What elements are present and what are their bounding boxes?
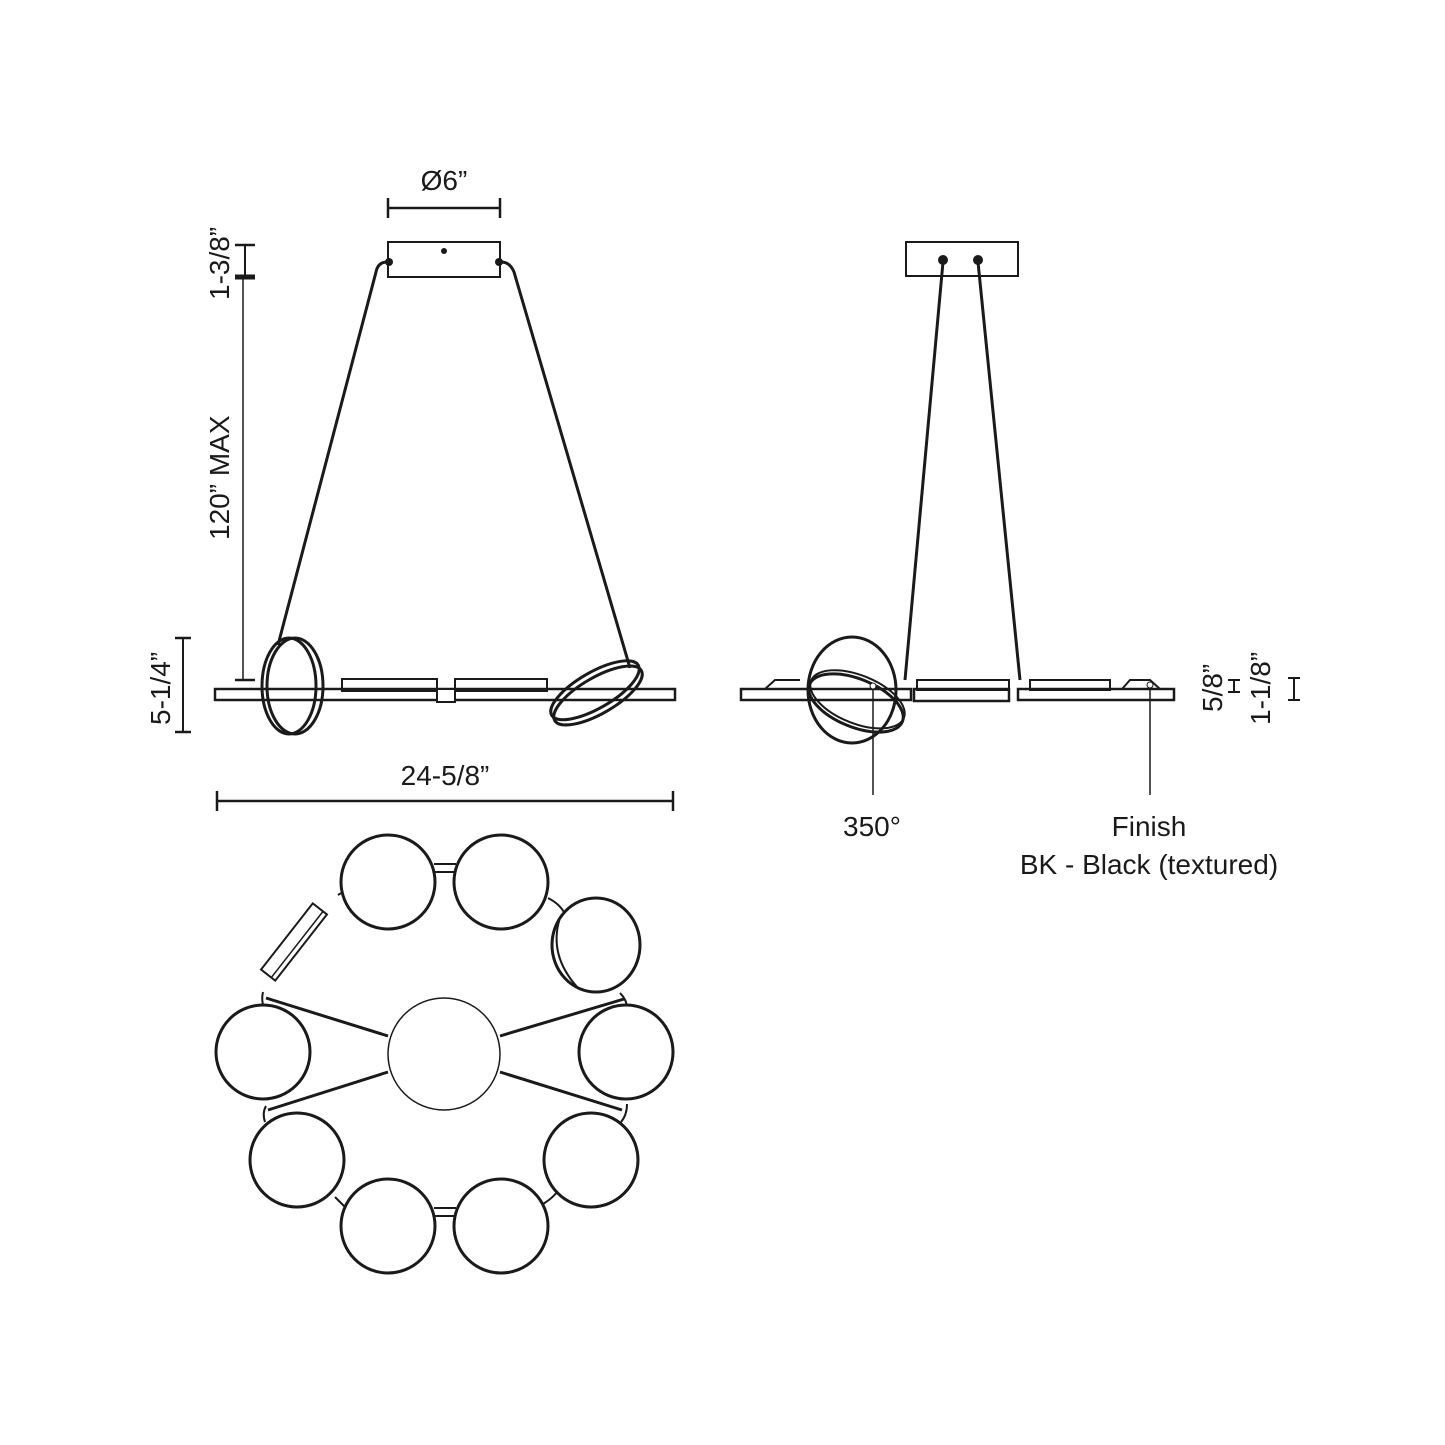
disc: [452, 1177, 550, 1275]
disc-tilted: [550, 896, 642, 994]
disc: [452, 833, 550, 931]
finish-value: BK - Black (textured): [1020, 849, 1278, 880]
bar-height-large-label: 1-1/8”: [1245, 652, 1276, 725]
disc: [339, 1177, 437, 1275]
disc: [248, 1111, 346, 1209]
finish-title: Finish: [1112, 811, 1187, 842]
disc: [542, 1111, 640, 1209]
disc: [577, 1003, 675, 1101]
side-view: 350° Finish BK - Black (textured) 5/8” 1…: [739, 241, 1300, 880]
disc: [339, 833, 437, 931]
cable-length-label: 120” MAX: [204, 415, 235, 540]
overall-width-label: 24-5/8”: [401, 760, 490, 791]
canopy-diameter-label: Ø6”: [421, 165, 468, 196]
center-canopy: [387, 997, 501, 1111]
canopy-height-label: 1-3/8”: [204, 227, 235, 300]
plan-view: [214, 833, 675, 1275]
rotation-label: 350°: [843, 811, 901, 842]
disc: [214, 1003, 312, 1101]
fixture-height-label: 5-1/4”: [145, 652, 176, 725]
front-view: Ø6” 1-3/8” 120” MAX 5-1/4”: [145, 165, 677, 811]
bar-height-small-label: 5/8”: [1197, 664, 1228, 712]
